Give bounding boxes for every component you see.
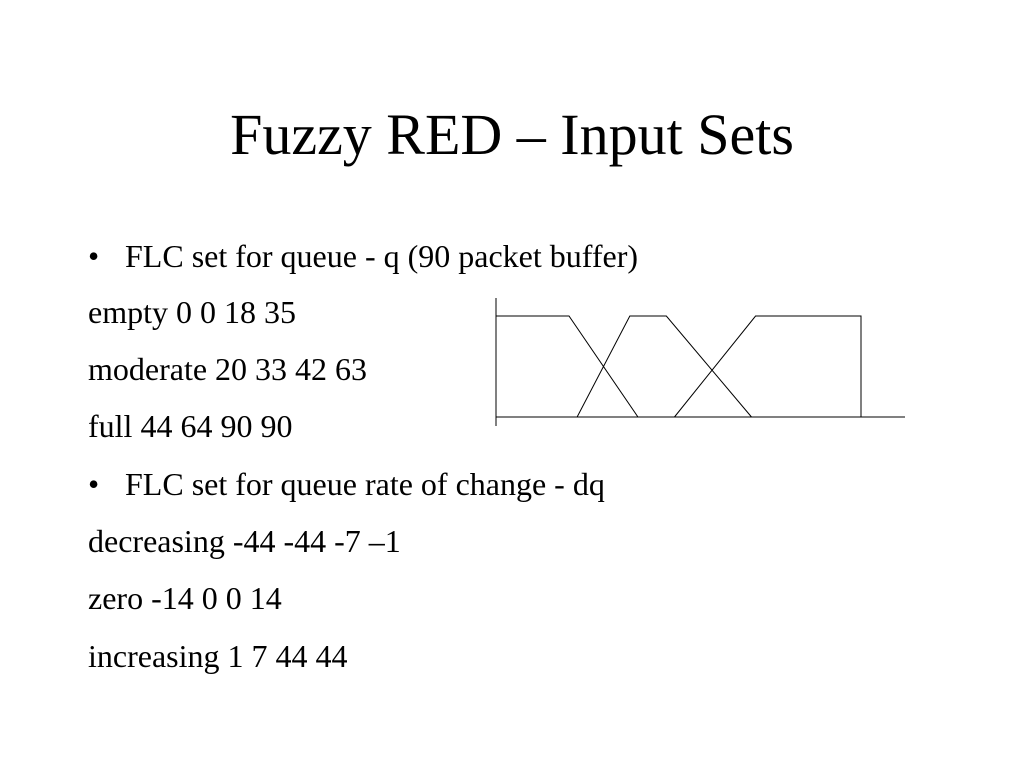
bullet-marker: • xyxy=(88,238,100,274)
bullet-queue-set: • FLC set for queue - q (90 packet buffer… xyxy=(88,236,638,276)
bullet-marker: • xyxy=(88,466,100,502)
bullet-queue-set-text: FLC set for queue - q (90 packet buffer) xyxy=(125,238,639,274)
bullet-rate-set-text: FLC set for queue rate of change - dq xyxy=(125,466,605,502)
set-line-decreasing: decreasing -44 -44 -7 –1 xyxy=(88,523,401,559)
set-line-zero: zero -14 0 0 14 xyxy=(88,580,282,616)
set-line-empty: empty 0 0 18 35 xyxy=(88,294,296,330)
set-line-moderate: moderate 20 33 42 63 xyxy=(88,351,368,387)
membership-set-full xyxy=(674,315,862,418)
membership-set-empty xyxy=(496,315,639,418)
membership-shapes xyxy=(496,315,862,418)
bullet-rate-set: • FLC set for queue rate of change - dq xyxy=(88,464,605,504)
membership-set-moderate xyxy=(576,315,752,418)
set-line-full: full 44 64 90 90 xyxy=(88,408,293,444)
set-line-increasing: increasing 1 7 44 44 xyxy=(88,638,348,674)
slide-title: Fuzzy RED – Input Sets xyxy=(230,102,794,167)
